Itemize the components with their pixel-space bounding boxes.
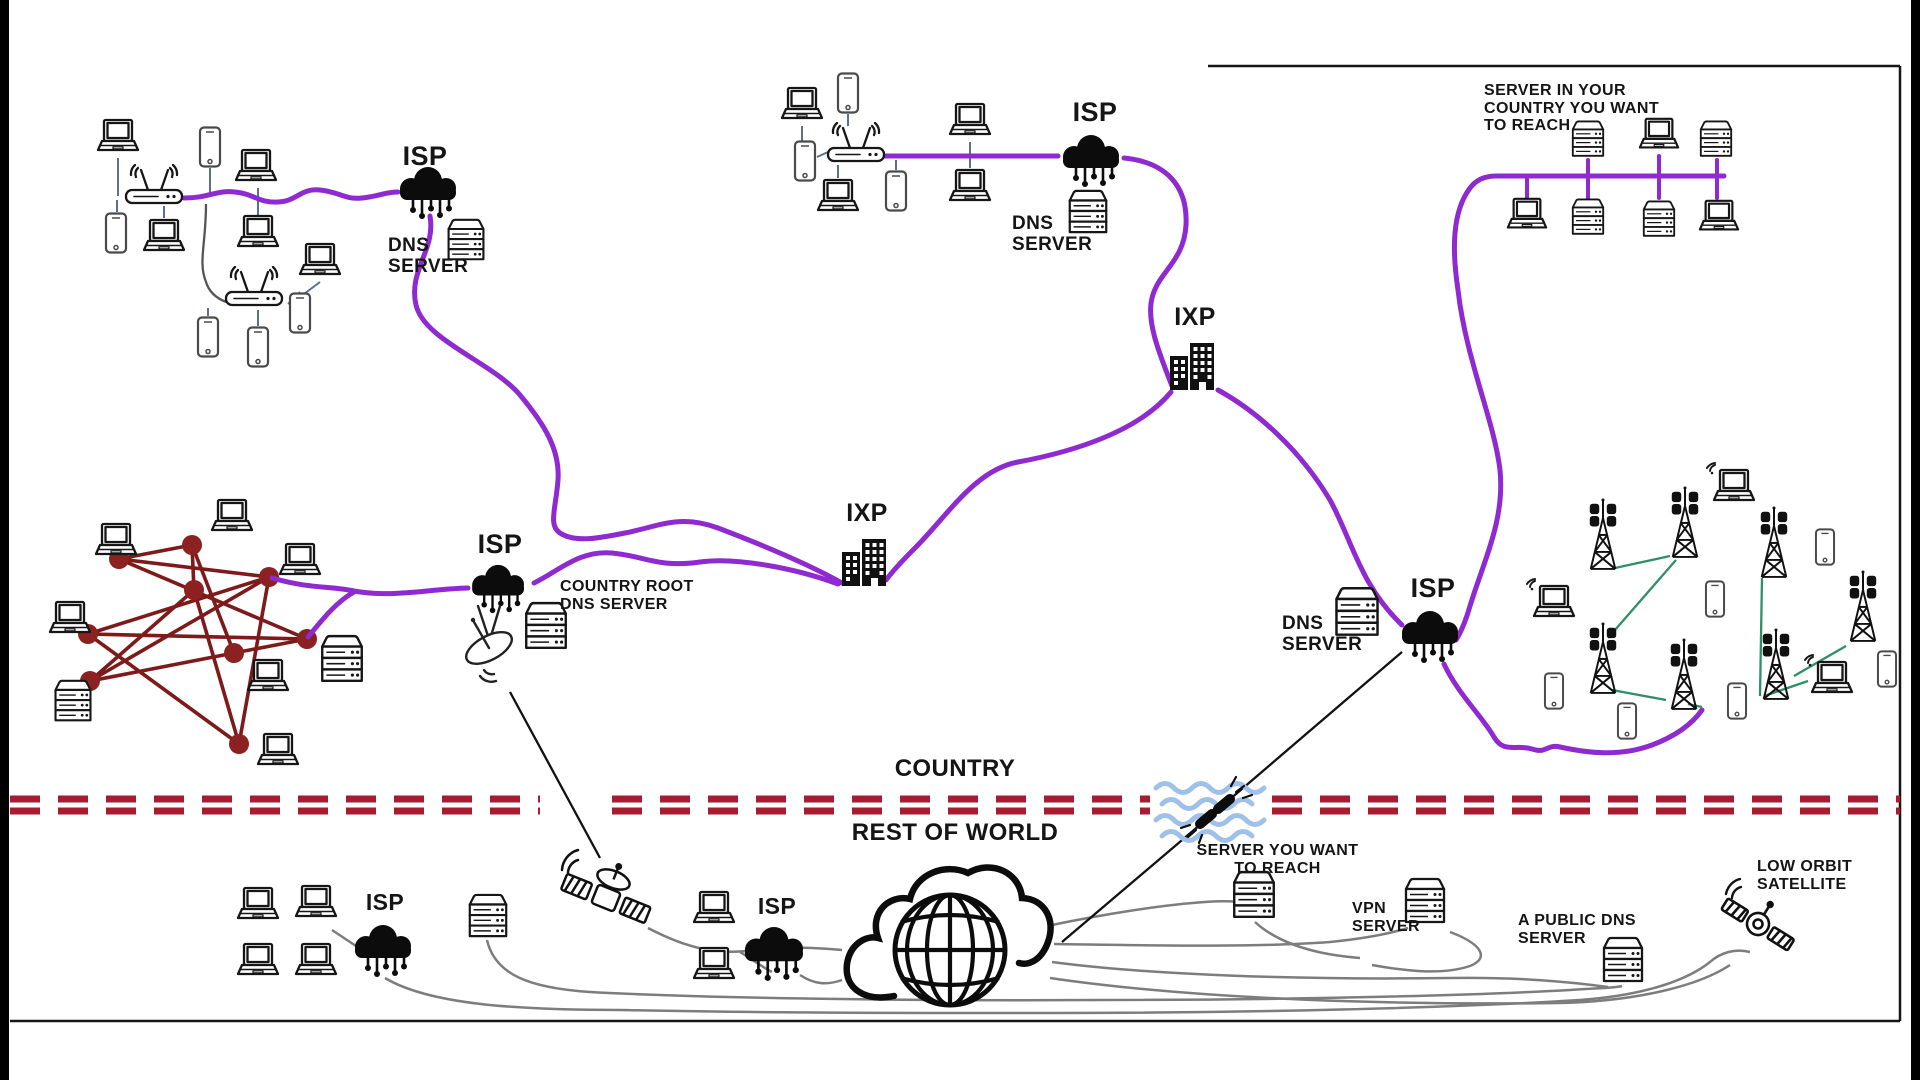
dns-server-3-label: DNS SERVER [1282,613,1363,655]
laptop-icon [48,600,92,634]
satellite-dish-icon [460,604,518,683]
country-label: COUNTRY [894,755,1016,782]
laptop-icon [1698,199,1740,231]
left-black-bar [0,0,9,1080]
laptop-icon [1506,197,1548,229]
laptop-icon [298,242,342,276]
laptop-icon [236,886,280,920]
vpn-server-label: VPN SERVER [1352,900,1420,935]
cell-tower-icon [1588,621,1618,694]
phone-icon [1814,528,1836,566]
phone-icon [198,126,222,168]
laptop-icon [278,542,322,576]
phone-icon [1876,650,1898,688]
laptop-icon [94,522,138,556]
public-dns-server-label: A PUBLIC DNS SERVER [1518,912,1636,947]
isp-cloud-icon [1061,134,1121,188]
firewall-icon [1153,775,1267,845]
lan-links [116,114,971,326]
phone-icon [104,212,128,254]
isp-4-label: ISP [1410,573,1456,603]
cell-tower-icon [1761,627,1791,700]
cell-tower-icon [1588,497,1618,570]
isp-cloud-icon [743,926,805,982]
router-to-router-link [201,203,227,304]
laptop-icon [234,148,278,182]
internet-globe-cloud-icon [847,867,1051,1005]
laptop-icon [692,946,736,980]
icon-layer [48,72,1898,1006]
server-icon [54,679,92,722]
phone-icon [1543,672,1565,710]
laptop-icon [96,118,140,152]
laptop-icon [948,102,992,136]
wifi-laptop-icon [1707,463,1754,500]
isp-2-label: ISP [1072,97,1118,127]
wifi-router-icon [124,164,184,205]
country-border-dashes [10,795,1900,815]
phone-icon [1726,682,1748,720]
isp-cloud-icon [470,564,526,614]
ixp-building-icon [1170,343,1214,390]
isp-cloud-icon [353,924,413,978]
laptop-icon [948,168,992,202]
laptop-icon [780,86,824,120]
cell-tower-links [1607,554,1847,709]
cell-tower-icon [1759,505,1789,578]
drawing-frame [10,64,1902,1023]
dns-server-2-label: DNS SERVER [1012,213,1093,255]
phone-icon [1704,580,1726,618]
rest-of-world-label: REST OF WORLD [851,819,1059,846]
server-in-country-label: SERVER IN YOUR COUNTRY YOU WANT TO REACH [1484,82,1660,135]
ixp-1-label: IXP [1174,303,1216,331]
backbone-links [181,153,1727,756]
isp-1-label: ISP [402,141,448,171]
wifi-laptop-icon [1527,579,1574,616]
server-you-want-label: SERVER YOU WANT TO REACH [1196,842,1359,877]
phone-icon [836,72,860,114]
laptop-icon [256,732,300,766]
wifi-laptop-icon [1805,655,1852,692]
cell-tower-icon [1848,569,1878,642]
satellite-icon [559,846,656,926]
server-icon [321,634,363,683]
phone-icon [884,170,908,212]
country-root-dns-label: COUNTRY ROOT DNS SERVER [560,578,694,613]
laptop-icon [294,942,338,976]
cell-tower-icon [1670,485,1700,558]
wifi-router-icon [826,122,886,163]
server-icon [468,893,508,938]
server-icon [1233,870,1275,919]
laptop-icon [236,214,280,248]
isp-6-label: ISP [757,893,797,919]
cell-tower-icon [1669,637,1699,710]
isp-cloud-icon [398,166,458,220]
laptop-icon [236,942,280,976]
phone-icon [288,292,312,334]
low-orbit-satellite-label: LOW ORBIT SATELLITE [1757,858,1853,893]
dns-server-1-label: DNS SERVER [388,235,469,277]
ixp-building-icon [842,539,886,586]
laptop-icon [142,218,186,252]
laptop-icon [246,658,290,692]
phone-icon [196,316,220,358]
isp-5-label: ISP [365,889,405,915]
server-icon [1642,200,1676,237]
server-icon [1571,198,1605,235]
isp-cloud-icon [1400,610,1460,664]
wifi-router-icon [224,266,284,307]
phone-icon [246,326,270,368]
laptop-icon [210,498,254,532]
phone-icon [1616,702,1638,740]
ixp-2-label: IXP [846,499,888,527]
laptop-icon [816,178,860,212]
isp-3-label: ISP [477,529,523,559]
phone-icon [793,140,817,182]
right-black-bar [1911,0,1920,1080]
